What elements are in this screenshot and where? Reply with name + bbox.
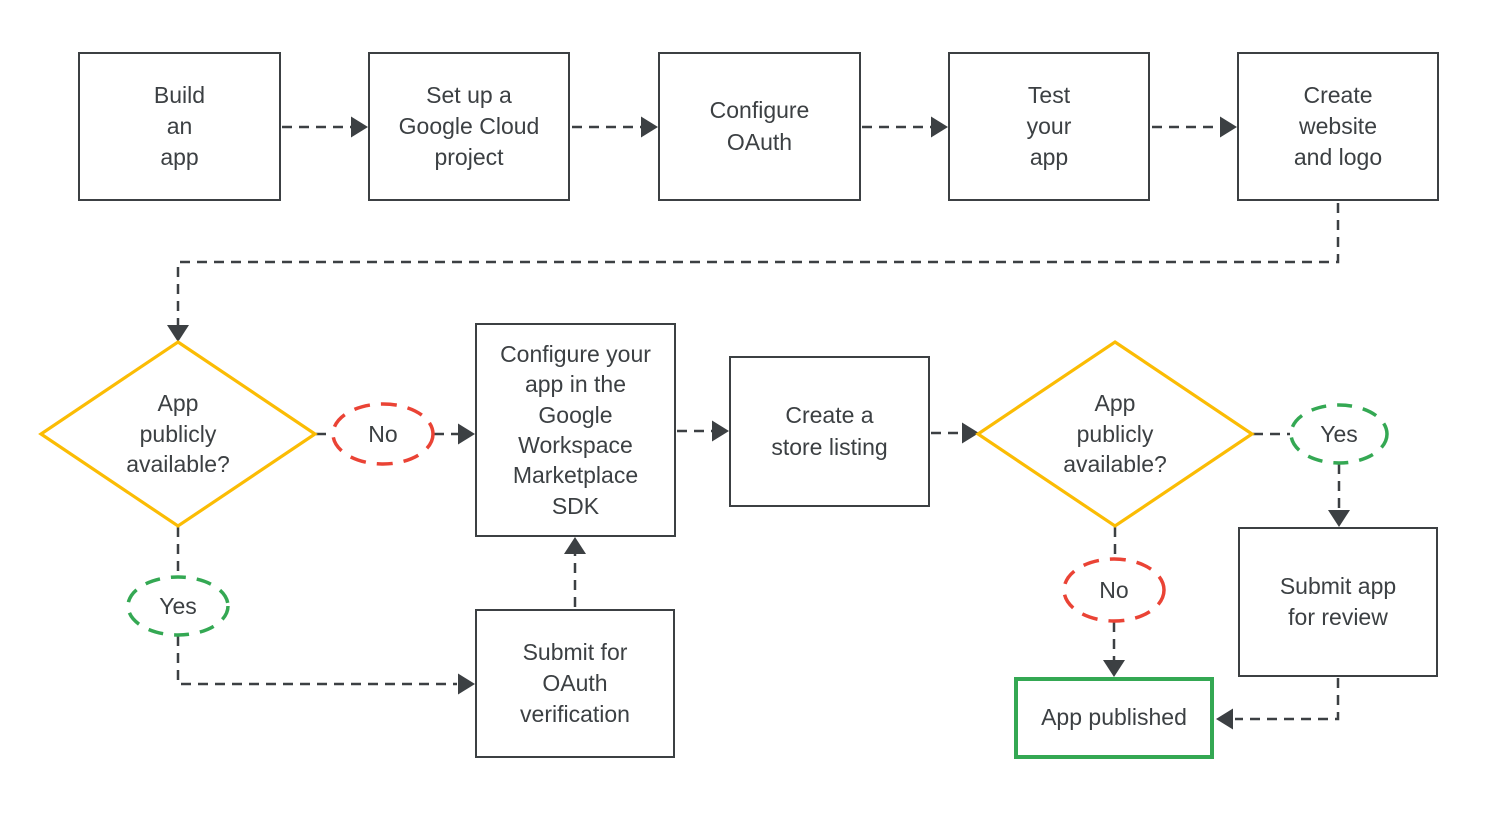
decision-label-app-public-1: App publicly available? [126, 390, 230, 478]
branch-label-no-1: No [368, 420, 398, 447]
decision-label-app-public-2: App publicly available? [1063, 390, 1167, 478]
branch-yes-ellipse-2 [1289, 403, 1389, 465]
step-configure-marketplace-sdk: Configure your app in the Google Workspa… [475, 323, 676, 537]
arrowhead-down-icon [1103, 660, 1125, 677]
step-build-app: Build an app [78, 52, 281, 201]
branch-label-yes-1: Yes [159, 592, 197, 619]
arrowhead-down-icon [167, 325, 189, 342]
branch-yes-ellipse-1 [126, 575, 230, 637]
branch-no-ellipse-1 [331, 402, 435, 466]
step-test-your-app: Test your app [948, 52, 1150, 201]
arrowhead-up-icon [564, 537, 586, 554]
step-create-store-listing: Create a store listing [729, 356, 930, 507]
arrowhead-left-icon [1216, 708, 1233, 730]
step-app-published: App published [1014, 677, 1214, 759]
arrowhead-right-icon [458, 423, 475, 445]
branch-label-yes-2: Yes [1320, 420, 1358, 447]
connector-yes-to-oauth-verification [176, 636, 457, 686]
arrowhead-right-icon [458, 673, 475, 695]
step-setup-google-cloud-project: Set up a Google Cloud project [368, 52, 570, 201]
arrowhead-down-icon [1328, 510, 1350, 527]
arrowhead-right-icon [931, 116, 948, 138]
arrowhead-right-icon [712, 420, 729, 442]
connector-website-to-decision1 [176, 203, 1340, 325]
decision-diamond-app-public-2 [975, 340, 1255, 528]
step-submit-oauth-verification: Submit for OAuth verification [475, 609, 675, 758]
step-create-website-and-logo: Create website and logo [1237, 52, 1439, 201]
branch-no-ellipse-2 [1062, 557, 1166, 623]
arrowhead-right-icon [641, 116, 658, 138]
connector-review-to-published [1235, 678, 1340, 721]
arrowhead-right-icon [1220, 116, 1237, 138]
arrowhead-right-icon [351, 116, 368, 138]
branch-label-no-2: No [1099, 576, 1129, 603]
step-submit-app-for-review: Submit app for review [1238, 527, 1438, 677]
arrowhead-right-icon [962, 422, 979, 444]
step-configure-oauth: Configure OAuth [658, 52, 861, 201]
decision-diamond-app-public-1 [38, 340, 318, 528]
